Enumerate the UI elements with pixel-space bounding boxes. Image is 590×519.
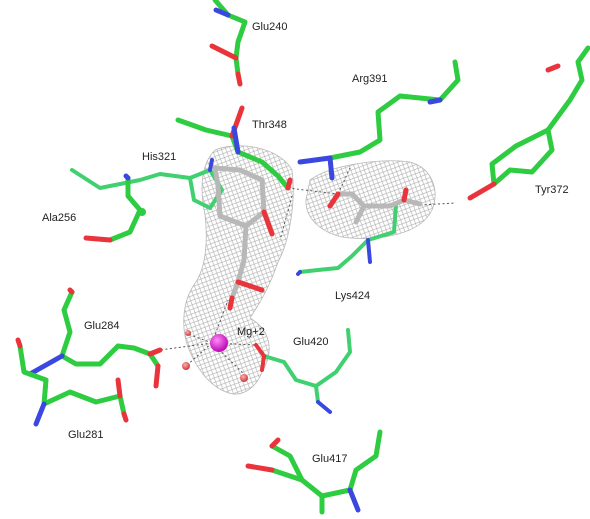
water-2 — [240, 374, 248, 382]
density-mesh-right — [305, 160, 436, 239]
magnesium-ion — [210, 334, 228, 352]
label-mg: Mg+2 — [237, 326, 265, 338]
label-lys424: Lys424 — [335, 290, 371, 302]
residue-tyr372 — [467, 45, 590, 201]
label-tyr372: Tyr372 — [535, 184, 569, 196]
residue-glu417 — [245, 429, 383, 515]
water-1 — [182, 362, 190, 370]
label-arg391: Arg391 — [352, 73, 388, 85]
water-3 — [185, 330, 191, 336]
ligand-right — [327, 187, 423, 225]
label-glu281: Glu281 — [68, 429, 104, 441]
label-ala256: Ala256 — [42, 212, 77, 224]
residue-glu420 — [254, 328, 352, 414]
residue-glu240 — [209, 0, 248, 87]
residue-his321 — [70, 158, 224, 210]
density-mesh-left — [183, 145, 294, 395]
residue-lys424 — [296, 202, 398, 276]
label-thr348: Thr348 — [252, 119, 287, 131]
label-glu284: Glu284 — [84, 320, 120, 332]
residue-arg391 — [297, 59, 461, 181]
residue-thr348 — [175, 105, 293, 191]
label-his321: His321 — [142, 151, 177, 163]
label-glu420: Glu420 — [293, 336, 329, 348]
label-glu240: Glu240 — [252, 21, 288, 33]
hbond-dashes — [159, 167, 457, 375]
ligand-left — [212, 165, 275, 311]
residue-ala256 — [83, 173, 146, 243]
residue-glu281 — [15, 337, 129, 427]
residue-glu284 — [27, 287, 163, 389]
label-glu417: Glu417 — [312, 453, 348, 465]
